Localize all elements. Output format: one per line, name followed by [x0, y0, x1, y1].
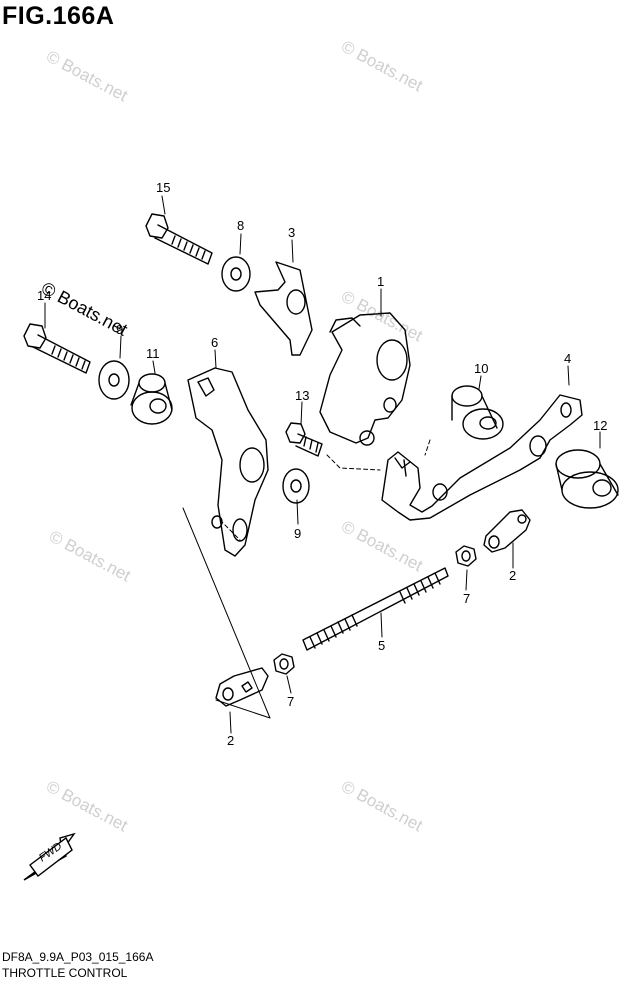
callout-13: 13 — [295, 388, 309, 403]
callout-7: 7 — [463, 591, 470, 606]
callout-14: 14 — [37, 288, 51, 303]
watermark: © Boats.net — [338, 287, 426, 346]
callout-3: 3 — [288, 225, 295, 240]
part-bolt-14 — [23, 323, 91, 374]
watermark: © Boats.net — [46, 527, 134, 586]
part-rod-end-2 — [215, 667, 269, 707]
watermarks: © Boats.net © Boats.net © Boats.net © Bo… — [38, 37, 426, 836]
part-bolt-15 — [145, 213, 213, 265]
callout-labels: 15 8 3 14 9 11 6 1 13 10 4 12 9 2 7 5 7 … — [37, 180, 607, 748]
callout-6: 6 — [211, 335, 218, 350]
callout-9: 9 — [116, 322, 123, 337]
figure-name: THROTTLE CONTROL — [2, 966, 128, 980]
callout-4: 4 — [564, 351, 571, 366]
callout-7: 7 — [287, 694, 294, 709]
callout-5: 5 — [378, 638, 385, 653]
callout-12: 12 — [593, 418, 607, 433]
part-collar-10 — [451, 385, 504, 440]
callout-9: 9 — [294, 526, 301, 541]
callout-15: 15 — [156, 180, 170, 195]
part-throttle-cam-1 — [319, 312, 411, 446]
part-washer-9 — [282, 468, 310, 504]
part-collar-12 — [555, 449, 619, 509]
part-nut-7 — [455, 545, 477, 567]
part-collar-11 — [130, 373, 173, 425]
part-rod-end-2 — [483, 509, 531, 553]
part-threaded-rod-5 — [302, 567, 449, 651]
part-washer-9 — [98, 360, 130, 400]
callout-8: 8 — [237, 218, 244, 233]
callout-11: 11 — [146, 346, 160, 361]
watermark: © Boats.net — [338, 777, 426, 836]
callout-2: 2 — [227, 733, 234, 748]
fwd-arrow-icon: FWD — [23, 832, 76, 881]
part-bolt-13 — [285, 422, 323, 457]
figure-title: FIG.166A — [2, 2, 115, 30]
part-lever-6 — [187, 367, 269, 557]
part-link-4 — [381, 394, 583, 521]
callout-10: 10 — [474, 361, 488, 376]
callout-2: 2 — [509, 568, 516, 583]
figure-code: DF8A_9.9A_P03_015_166A — [2, 950, 154, 964]
watermark: © Boats.net — [338, 37, 426, 96]
callout-1: 1 — [377, 274, 384, 289]
leader-lines — [44, 195, 601, 734]
part-nut-7 — [273, 653, 295, 675]
part-washer-8 — [221, 256, 251, 292]
part-clip-3 — [254, 261, 313, 356]
watermark: © Boats.net — [43, 777, 131, 836]
watermark: © Boats.net — [338, 517, 426, 576]
watermark: © Boats.net — [43, 47, 131, 106]
